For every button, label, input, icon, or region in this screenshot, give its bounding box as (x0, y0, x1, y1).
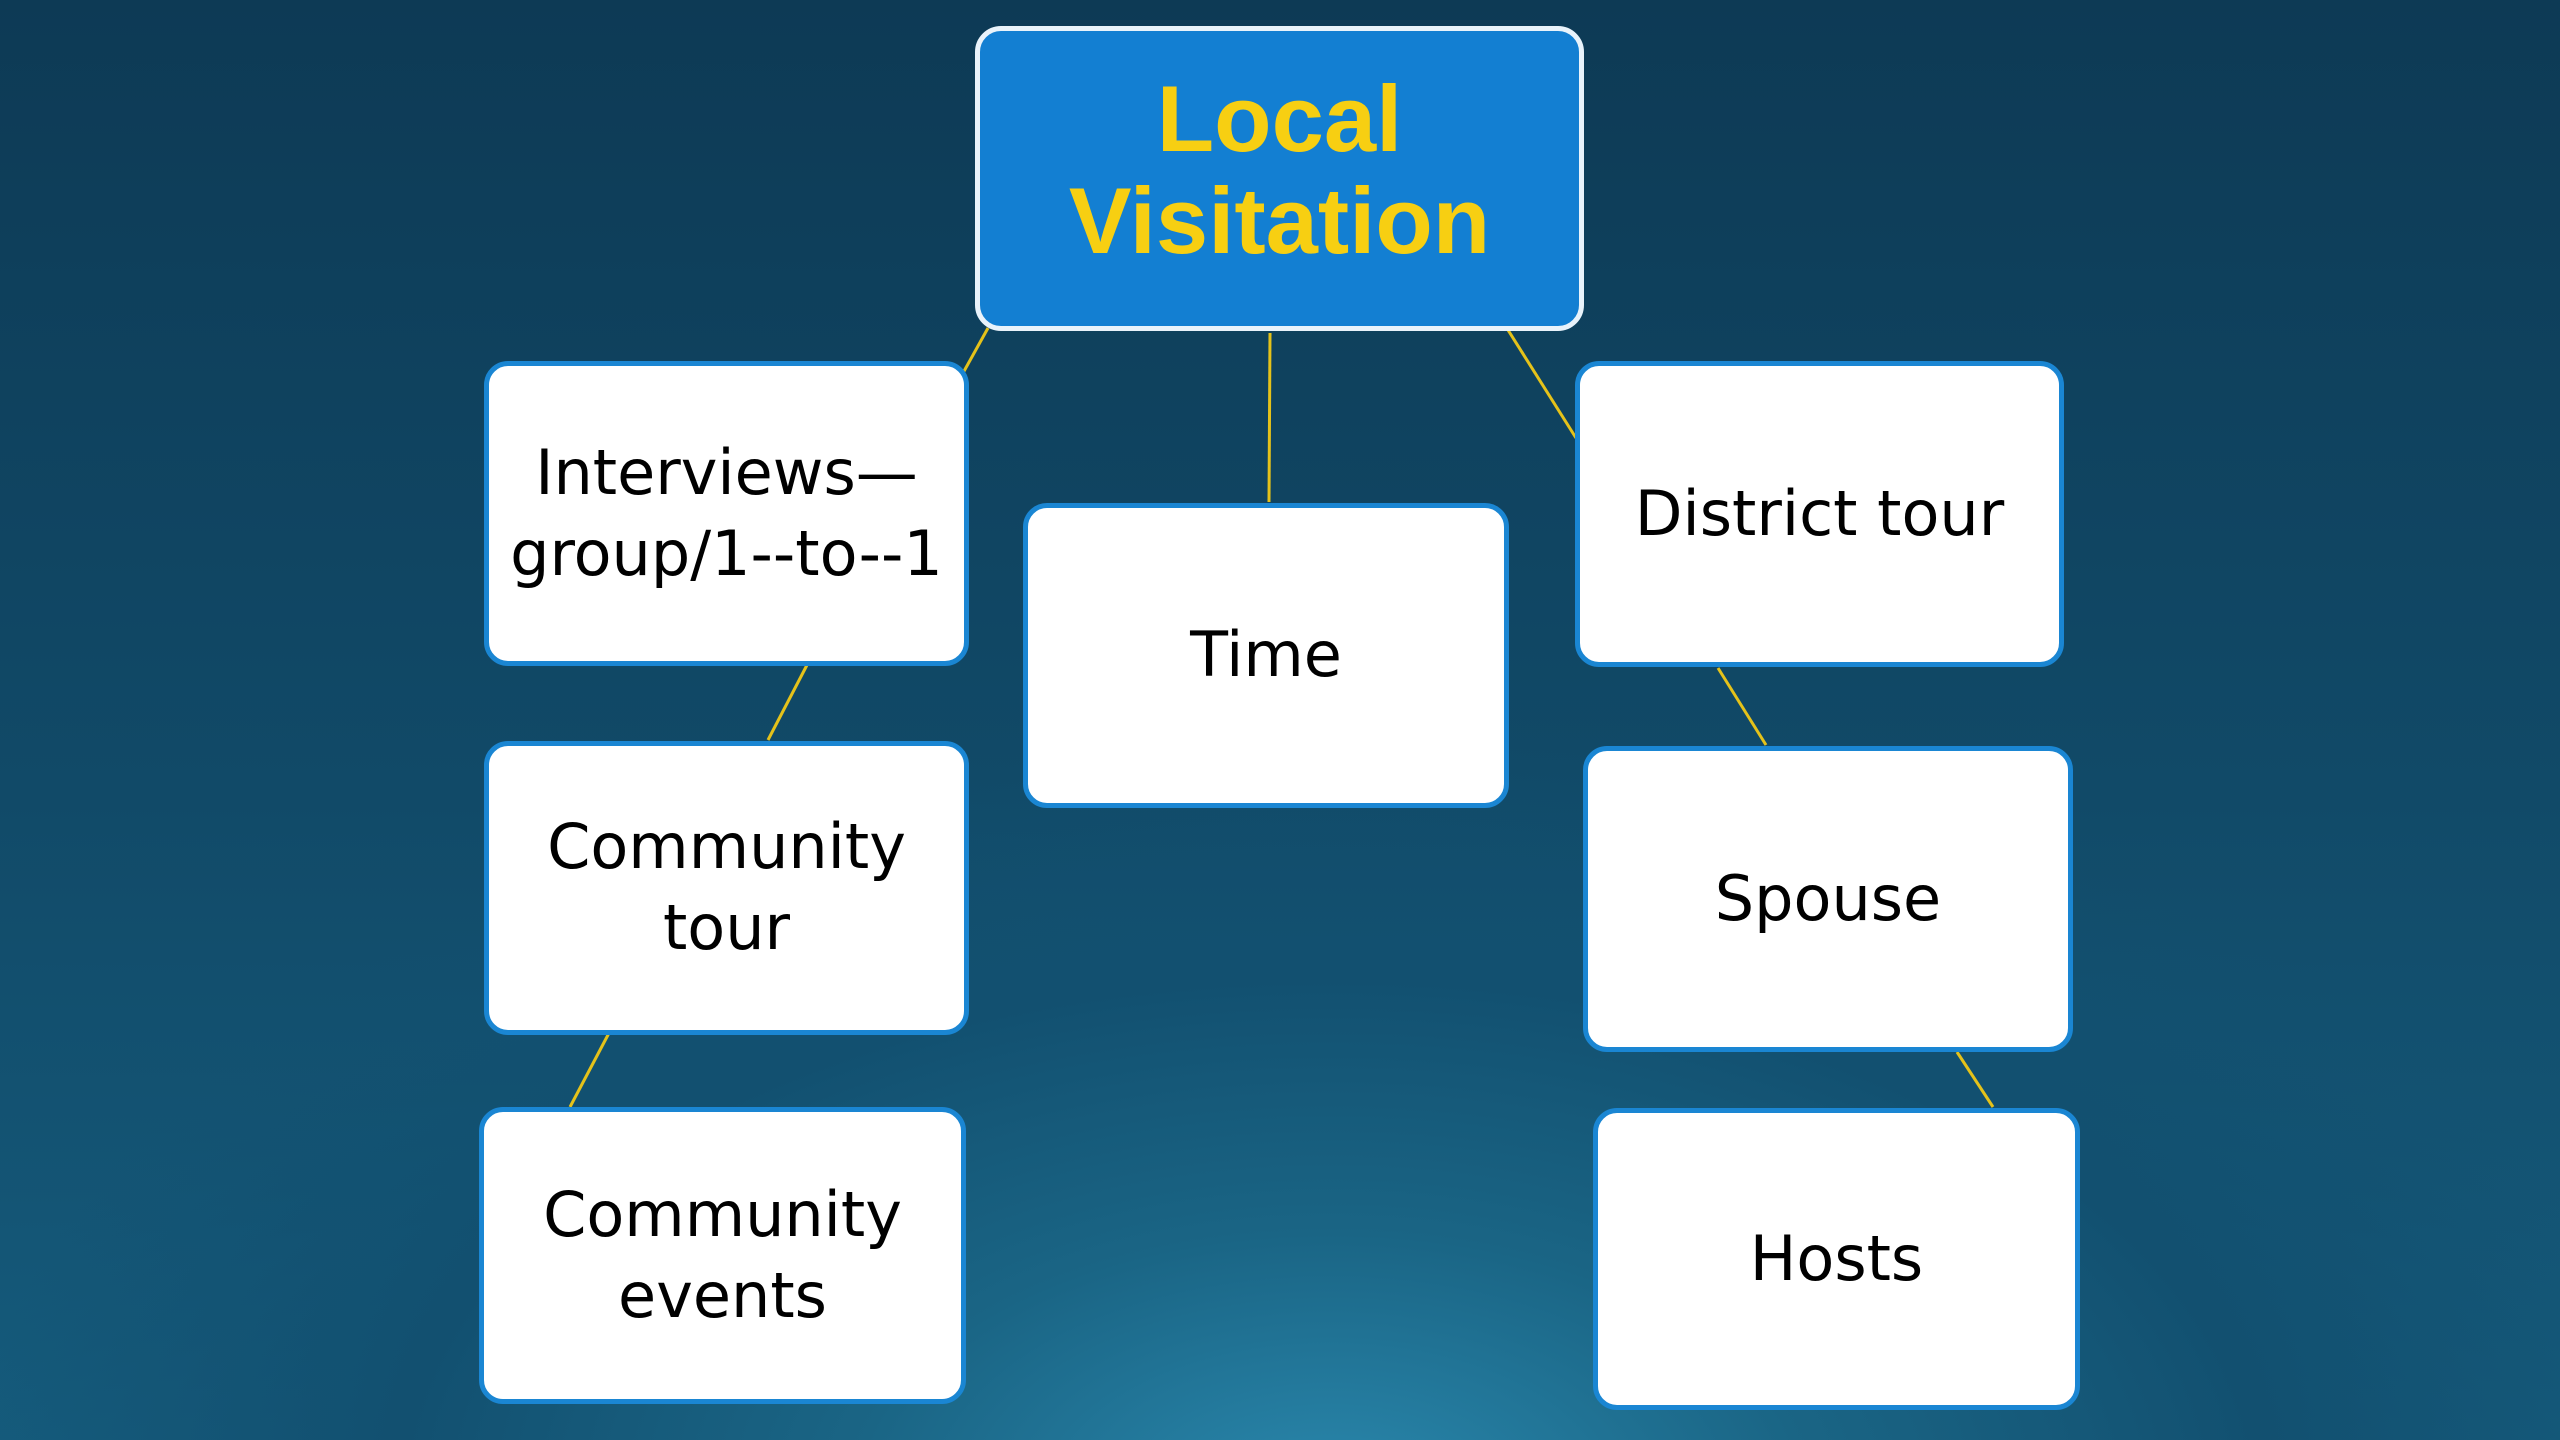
node-district-tour-label: District tour (1634, 476, 2005, 550)
node-community-tour: Community tour (484, 741, 969, 1035)
node-spouse: Spouse (1583, 746, 2073, 1052)
connector-spouse-to-hosts (1955, 1051, 1995, 1108)
node-spouse-label: Spouse (1714, 861, 1942, 935)
root-node-label: Local Visitation (1068, 65, 1491, 273)
node-interviews-label: Interviews— group/1--to--1 (510, 435, 943, 590)
node-district-tour: District tour (1575, 361, 2064, 667)
connector-interviews-to-community-tour (766, 664, 809, 741)
connector-root-to-district-tour (1506, 329, 1578, 439)
node-interviews: Interviews— group/1--to--1 (484, 361, 969, 666)
connector-district-tour-to-spouse (1716, 667, 1768, 746)
node-time-label: Time (1190, 618, 1342, 692)
node-community-events-label: Community events (543, 1177, 902, 1332)
node-hosts: Hosts (1593, 1108, 2080, 1410)
node-community-tour-label: Community tour (547, 810, 906, 964)
node-community-events: Community events (479, 1107, 966, 1404)
node-hosts-label: Hosts (1749, 1221, 1924, 1295)
diagram-root-node: Local Visitation (975, 26, 1584, 331)
connector-root-to-time (1267, 332, 1272, 503)
node-time: Time (1023, 503, 1509, 808)
connector-root-to-interviews (961, 327, 990, 374)
connector-community-tour-to-community-events (568, 1032, 611, 1108)
